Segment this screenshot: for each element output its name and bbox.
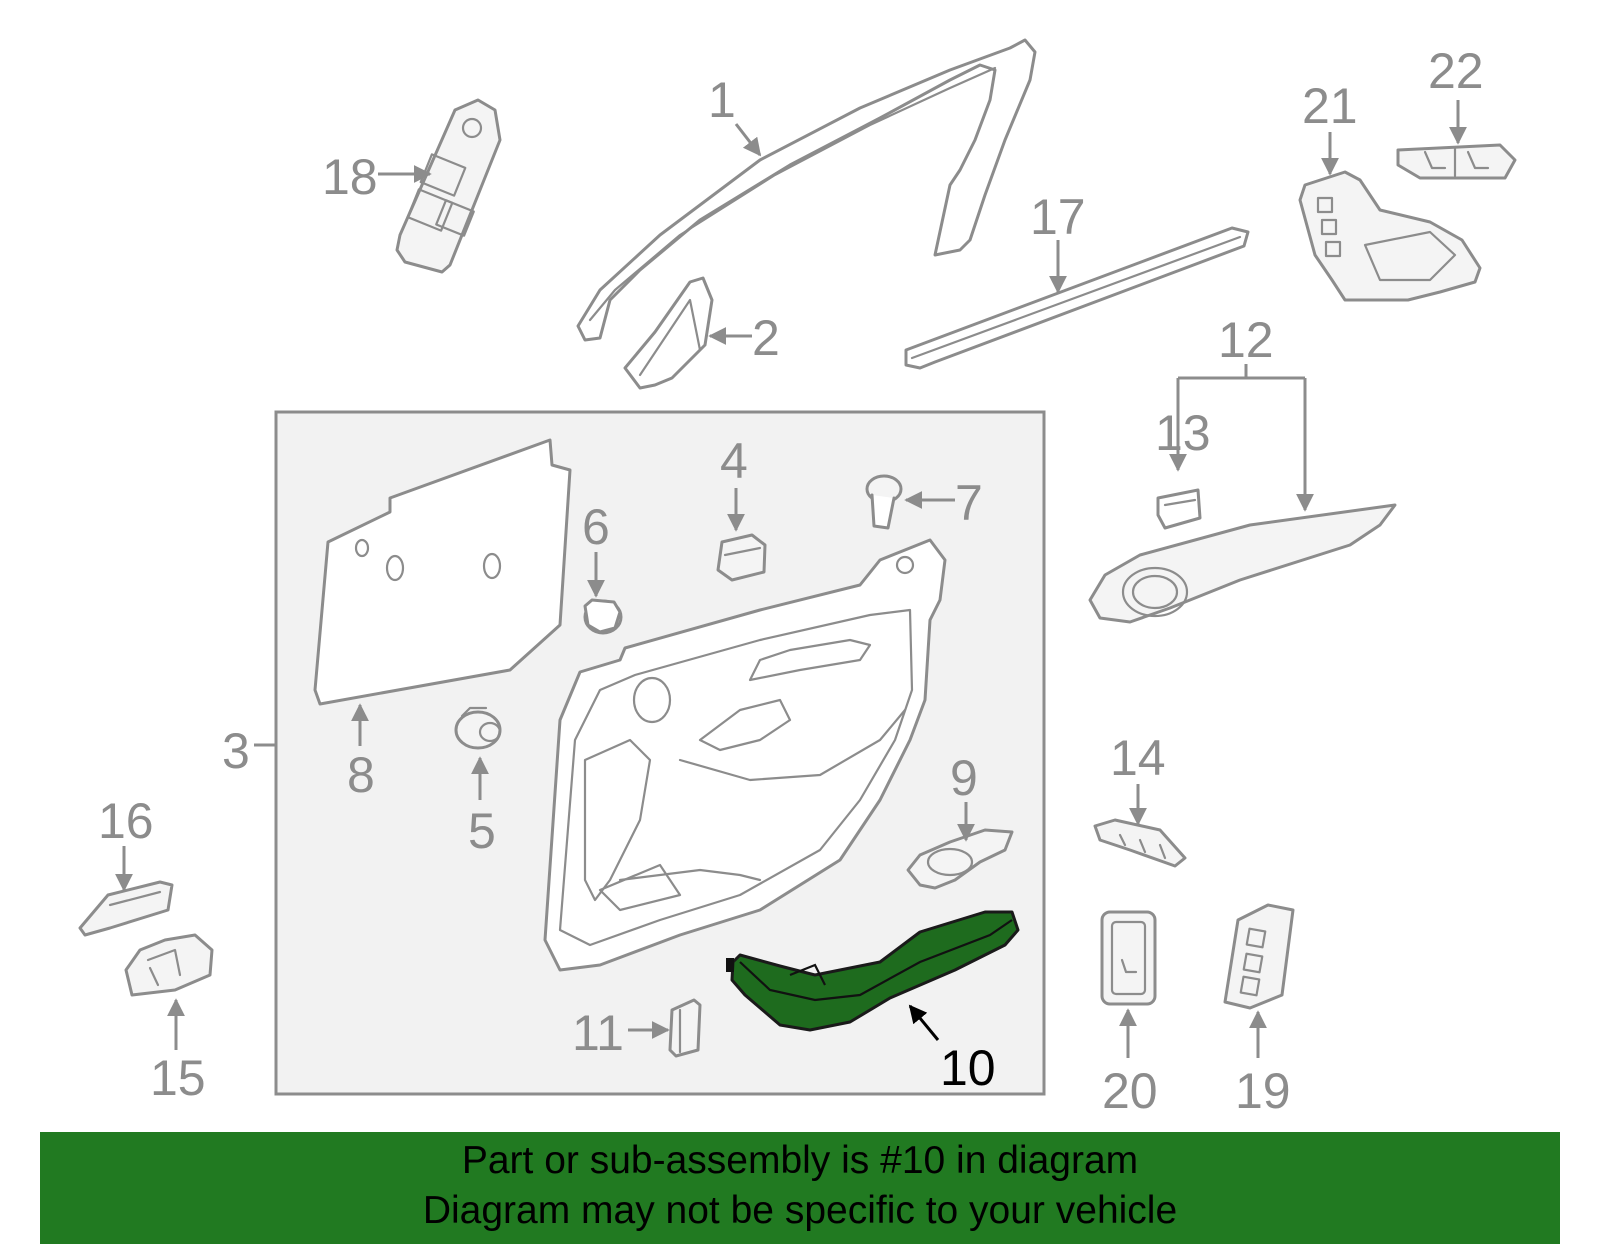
callout-21: 21 [1302,78,1358,134]
callout-12: 12 [1218,312,1274,368]
callout-6: 6 [582,499,610,555]
part-16-switch [78,880,174,937]
part-18-window-switch [395,98,502,274]
part-2-mirror-trim [623,276,714,390]
callout-22: 22 [1428,43,1484,99]
leader-1 [734,123,762,157]
part-11-switch [668,998,702,1058]
banner-line-1: Part or sub-assembly is #10 in diagram [461,1139,1139,1182]
callout-13: 13 [1155,405,1211,461]
callout-17: 17 [1030,189,1086,245]
part-3-door-trim-panel [543,538,947,972]
callout-19: 19 [1235,1063,1291,1119]
callout-5: 5 [468,803,496,859]
part-8-insulator [313,438,572,706]
part-21-seat-switch [1298,170,1482,302]
callout-15: 15 [150,1050,206,1106]
leader-10 [908,1004,940,1041]
part-12-trim-strip [1088,503,1397,624]
callout-9: 9 [950,750,978,806]
part-4-clip [716,533,767,582]
part-6-clip [583,598,623,635]
part-20-switch-bezel [1100,910,1157,1006]
callout-14: 14 [1110,730,1166,786]
callout-1: 1 [708,72,736,128]
callout-2: 2 [752,310,780,366]
part-14-trim [1093,818,1187,868]
part-22-seat-switch-cover [1396,143,1517,180]
callout-7: 7 [955,475,983,531]
part-15-switch [124,933,214,997]
callout-18: 18 [322,149,378,205]
part-5-grommet [454,706,502,750]
part-9-inner-handle [906,828,1014,890]
part-17-belt-molding [904,226,1250,370]
part-10-armrest-highlighted [726,910,1020,1032]
callout-20: 20 [1102,1063,1158,1119]
callout-4: 4 [720,433,748,489]
callout-16: 16 [98,793,154,849]
callout-8: 8 [347,747,375,803]
callout-11: 11 [572,1005,624,1061]
callout-3: 3 [222,723,250,779]
info-banner: Part or sub-assembly is #10 in diagram D… [40,1132,1560,1244]
banner-line-2: Diagram may not be specific to your vehi… [422,1189,1178,1232]
part-19-door-switch [1223,903,1295,1010]
part-13-clip [1156,488,1202,530]
callout-10: 10 [940,1040,996,1096]
part-7-retainer [865,474,903,530]
part-1-window-molding [576,38,1037,342]
